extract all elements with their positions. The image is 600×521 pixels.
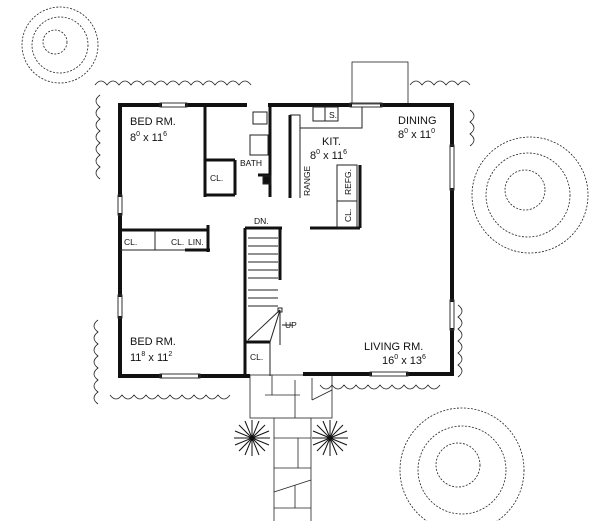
room-bed2: BED RM. 118 x 112	[130, 336, 176, 364]
stairs-down-label: DN.	[254, 216, 269, 226]
tree-bottom-right-icon	[399, 407, 525, 521]
room-dimensions: 118 x 112	[130, 351, 172, 364]
back-stoop	[351, 61, 409, 105]
room-name: KIT.	[322, 136, 341, 148]
room-name: BED RM.	[130, 116, 176, 128]
closet-label: CL.	[210, 173, 223, 183]
room-bath: BATH	[240, 158, 262, 168]
spiky-shrub-left-icon	[234, 420, 270, 456]
room-dimensions: 80 x 116	[310, 149, 347, 162]
interior-walls	[120, 105, 362, 376]
spiky-shrub-right-icon	[312, 420, 348, 456]
front-walk	[249, 374, 333, 521]
room-dimensions: 80 x 116	[130, 131, 167, 144]
sink-label: S.	[329, 110, 337, 120]
closet-label: CL.	[343, 209, 353, 222]
room-name: DINING	[398, 115, 437, 127]
room-name: LIVING RM.	[364, 341, 423, 353]
room-name: BED RM.	[130, 336, 176, 348]
room-kit: KIT. 80 x 116	[310, 136, 347, 162]
fixtures	[120, 106, 363, 376]
shrubs-border-icon	[93, 80, 475, 405]
closet-label: CL.	[171, 237, 184, 247]
closet-label: CL.	[124, 237, 137, 247]
tree-right-icon	[471, 136, 589, 254]
windows	[117, 102, 455, 379]
refrigerator-label: REFG.	[343, 169, 353, 195]
room-dimensions: 80 x 110	[398, 128, 435, 141]
room-dining: DINING 80 x 110	[398, 115, 437, 141]
tree-top-left-icon	[21, 6, 99, 84]
exterior-walls	[118, 103, 454, 378]
room-bed1: BED RM. 80 x 116	[130, 116, 176, 144]
linen-label: LIN.	[188, 237, 204, 247]
range-label: RANGE	[302, 165, 312, 196]
stairs-up-label: UP	[285, 320, 297, 330]
room-dimensions: 160 x 136	[382, 354, 426, 367]
room-living: LIVING RM. 160 x 136	[364, 341, 426, 367]
closet-label: CL.	[250, 352, 263, 362]
